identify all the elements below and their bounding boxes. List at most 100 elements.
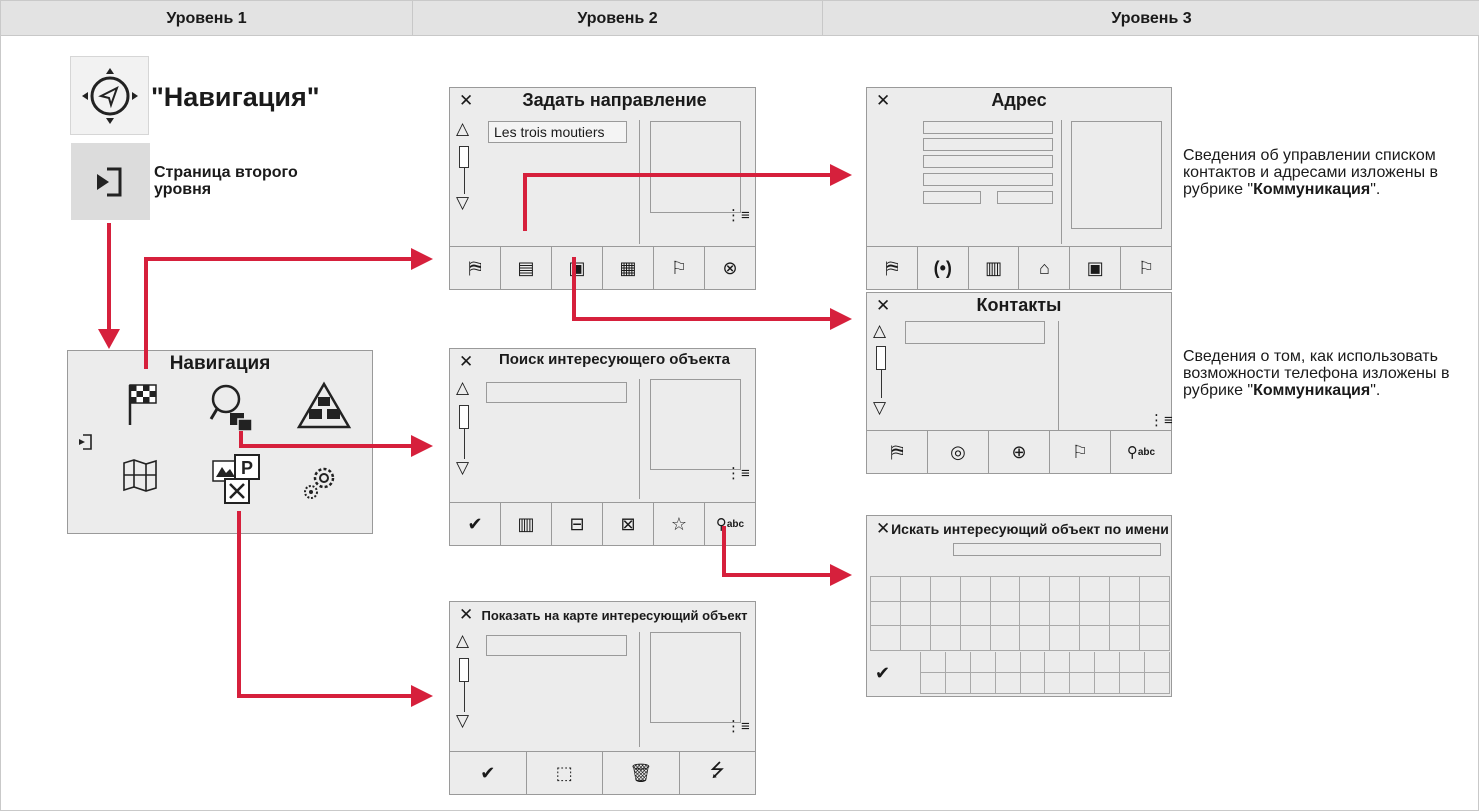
- key[interactable]: [990, 626, 1021, 651]
- key[interactable]: [900, 626, 931, 651]
- key[interactable]: [871, 601, 901, 627]
- key[interactable]: [1110, 601, 1141, 627]
- poi-map-field[interactable]: [486, 635, 627, 656]
- ok-icon[interactable]: ✔: [875, 663, 891, 683]
- key[interactable]: [1020, 652, 1046, 673]
- key[interactable]: [1070, 652, 1096, 673]
- key[interactable]: [930, 601, 961, 627]
- address-field-4[interactable]: [923, 173, 1053, 186]
- scroll-thumb[interactable]: [459, 405, 469, 429]
- poi-categories-icon[interactable]: ▥: [969, 247, 1020, 289]
- key[interactable]: [960, 626, 991, 651]
- ok-icon[interactable]: ✔: [450, 503, 501, 545]
- key[interactable]: [990, 601, 1021, 627]
- key[interactable]: [1120, 673, 1146, 694]
- scroll-up-icon[interactable]: △: [873, 321, 887, 340]
- poi-name-field[interactable]: [953, 543, 1161, 556]
- add-contact-icon[interactable]: ⊕: [989, 431, 1050, 473]
- key[interactable]: [960, 601, 991, 627]
- scroll-up-icon[interactable]: △: [456, 631, 470, 650]
- key[interactable]: [900, 601, 931, 627]
- key[interactable]: [1045, 652, 1071, 673]
- key[interactable]: [995, 652, 1021, 673]
- address-field-2[interactable]: [923, 138, 1053, 151]
- destination-field[interactable]: Les trois moutiers: [488, 121, 627, 143]
- traffic-icon[interactable]: [296, 381, 352, 436]
- target-icon[interactable]: ⊗: [722, 257, 738, 278]
- key[interactable]: [871, 577, 901, 602]
- poi-search-field[interactable]: [486, 382, 627, 403]
- destination-flag-icon[interactable]: ⛿: [450, 247, 501, 289]
- key[interactable]: [945, 673, 971, 694]
- favourite-star-icon[interactable]: ☆: [654, 503, 705, 545]
- scroll-down-icon[interactable]: ▽: [873, 398, 887, 417]
- close-icon[interactable]: ✕: [459, 91, 474, 110]
- key[interactable]: [1140, 626, 1170, 651]
- scroll-thumb[interactable]: [876, 346, 886, 370]
- key[interactable]: [921, 652, 946, 673]
- key[interactable]: [921, 673, 946, 694]
- key[interactable]: [1020, 577, 1051, 602]
- checkered-flag-icon[interactable]: [124, 381, 164, 432]
- key[interactable]: [1145, 652, 1170, 673]
- search-by-name-icon[interactable]: ⚲abc: [715, 516, 745, 533]
- key[interactable]: [900, 577, 931, 602]
- add-waypoint-icon[interactable]: ⚐: [1137, 257, 1155, 278]
- key[interactable]: [1050, 626, 1081, 651]
- ok-icon[interactable]: ✔: [450, 752, 527, 794]
- search-by-name-icon[interactable]: ⚲abc: [1126, 444, 1156, 461]
- home-icon[interactable]: ⌂: [1019, 247, 1071, 289]
- key[interactable]: [1020, 673, 1046, 694]
- scroll-thumb[interactable]: [459, 146, 469, 168]
- address-card-icon[interactable]: ▤: [501, 247, 552, 289]
- key[interactable]: [1110, 577, 1141, 602]
- address-field-1[interactable]: [923, 121, 1053, 134]
- address-field-6[interactable]: [997, 191, 1053, 204]
- key[interactable]: [970, 673, 996, 694]
- car-icon[interactable]: ⊟: [552, 503, 603, 545]
- scroll-thumb[interactable]: [459, 658, 469, 682]
- poi-categories-icon[interactable]: ▥: [501, 503, 552, 545]
- key[interactable]: [1145, 673, 1170, 694]
- key[interactable]: [1095, 673, 1121, 694]
- key[interactable]: [995, 673, 1021, 694]
- key[interactable]: [1080, 601, 1111, 627]
- key[interactable]: [1080, 626, 1111, 651]
- flag-icon[interactable]: ⚐: [654, 247, 705, 289]
- key[interactable]: [1020, 601, 1051, 627]
- contacts-search-field[interactable]: [905, 321, 1045, 344]
- scroll-up-icon[interactable]: △: [456, 378, 470, 397]
- close-icon[interactable]: ✕: [459, 352, 474, 371]
- key[interactable]: [945, 652, 971, 673]
- address-field-5[interactable]: [923, 191, 981, 204]
- key[interactable]: [1120, 652, 1146, 673]
- key[interactable]: [990, 577, 1021, 602]
- settings-icon[interactable]: [302, 463, 340, 506]
- map-icon[interactable]: [122, 457, 158, 498]
- gps-icon[interactable]: (•): [918, 247, 969, 289]
- select-area-icon[interactable]: ⬚: [527, 752, 603, 794]
- list-icon[interactable]: ⋮≡: [726, 207, 750, 224]
- scroll-up-icon[interactable]: △: [456, 119, 470, 138]
- navigate-contact-icon[interactable]: ◎: [928, 431, 989, 473]
- delete-icon[interactable]: 🗑: [603, 752, 680, 794]
- usb-import-icon[interactable]: ⭍: [709, 760, 725, 780]
- key[interactable]: [1140, 577, 1170, 602]
- key[interactable]: [1070, 673, 1096, 694]
- destination-flag-icon[interactable]: ⛿: [867, 431, 928, 473]
- destination-flag-icon[interactable]: ⛿: [867, 247, 918, 289]
- address-field-3[interactable]: [923, 155, 1053, 168]
- scroll-down-icon[interactable]: ▽: [456, 193, 470, 212]
- poi-search-icon[interactable]: [208, 381, 258, 444]
- key[interactable]: [1095, 652, 1121, 673]
- restaurant-icon[interactable]: ⊠: [603, 503, 654, 545]
- key[interactable]: [930, 626, 961, 651]
- key[interactable]: [1050, 601, 1081, 627]
- close-icon[interactable]: ✕: [876, 296, 891, 315]
- key[interactable]: [1080, 577, 1111, 602]
- key[interactable]: [960, 577, 991, 602]
- key[interactable]: [1050, 577, 1081, 602]
- key[interactable]: [930, 577, 961, 602]
- scroll-down-icon[interactable]: ▽: [456, 711, 470, 730]
- key[interactable]: [1110, 626, 1141, 651]
